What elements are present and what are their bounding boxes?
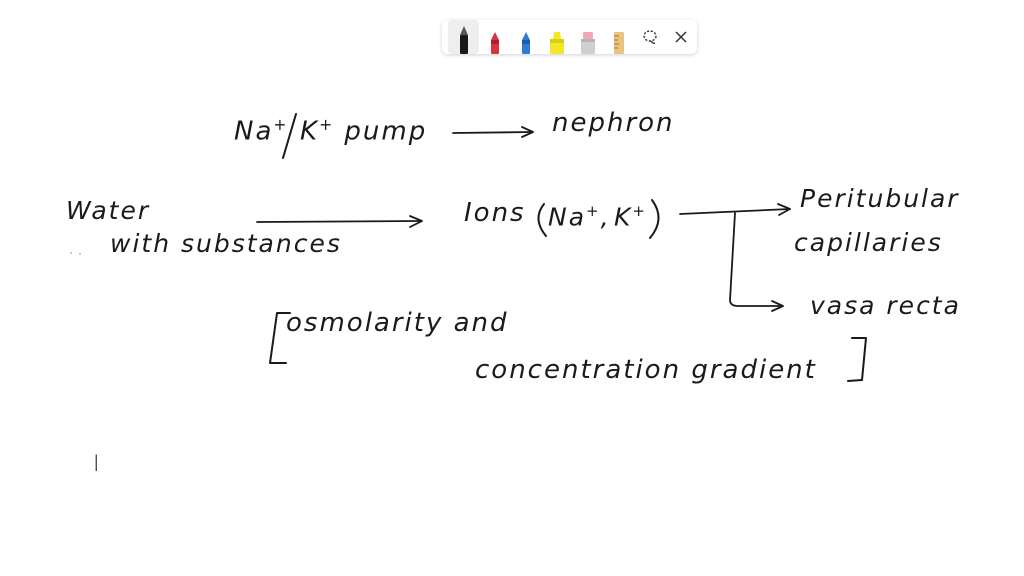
vasa-recta-label: vasa recta	[810, 291, 961, 320]
red-pen-tool[interactable]	[479, 20, 510, 54]
close-icon	[675, 31, 687, 43]
stray-mark: I	[93, 452, 102, 477]
with-substances-label: with substances	[110, 229, 342, 258]
nephron-label: nephron	[552, 108, 675, 138]
water-label: Water	[66, 196, 151, 225]
slash-stroke	[282, 113, 297, 159]
lasso-button[interactable]	[635, 20, 666, 54]
na-label: Na+	[234, 116, 289, 147]
ions-left-paren	[537, 203, 547, 237]
ions-right-paren	[649, 199, 660, 239]
drawing-toolbar	[442, 20, 697, 54]
ions-k-label: K+	[614, 202, 647, 232]
ruler-tool[interactable]	[604, 20, 635, 54]
blue-pen-tool[interactable]	[510, 20, 541, 54]
right-bracket	[847, 337, 867, 382]
arrow-water-to-ions	[256, 215, 423, 228]
pink-highlighter-tool[interactable]	[573, 20, 604, 54]
concentration-gradient-label: concentration gradient	[475, 355, 817, 385]
ions-label: Ions	[464, 198, 526, 228]
arrow-branch-to-vasa-recta	[729, 212, 784, 312]
peritubular-label: Peritubular	[800, 184, 960, 213]
yellow-highlighter-icon	[549, 32, 564, 54]
arrow-ions-to-peritubular	[679, 203, 791, 216]
black-pen-icon	[459, 26, 468, 54]
blue-pen-icon	[521, 32, 530, 54]
red-pen-icon	[490, 32, 499, 54]
close-button[interactable]	[666, 20, 697, 54]
ions-na-label: Na+,	[548, 202, 611, 232]
lasso-icon	[643, 30, 658, 44]
black-pen-tool[interactable]	[448, 20, 480, 54]
yellow-highlighter-tool[interactable]	[541, 20, 572, 54]
k-pump-label: K+ pump	[300, 116, 428, 147]
capillaries-label: capillaries	[794, 228, 943, 257]
pink-eraser-icon	[581, 32, 596, 54]
left-bracket	[269, 312, 291, 364]
arrow-pump-to-nephron	[452, 126, 534, 138]
osmolarity-label: osmolarity and	[286, 308, 509, 338]
ruler-icon	[614, 32, 625, 54]
